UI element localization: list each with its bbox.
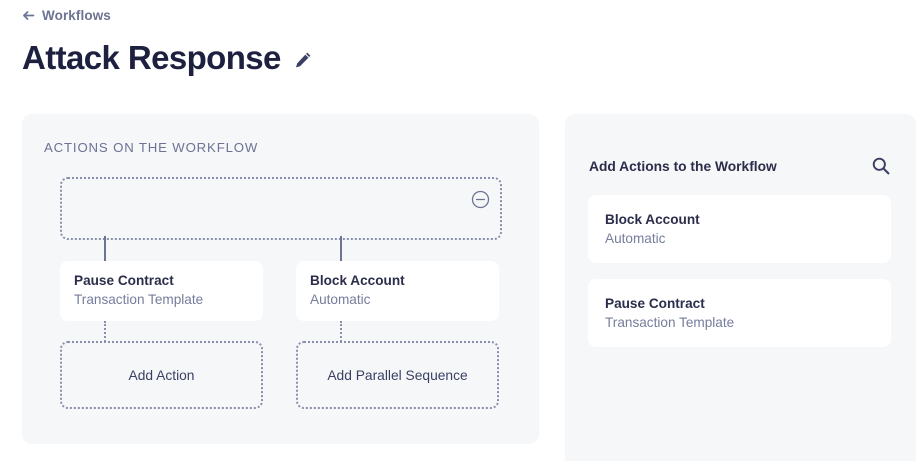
add-parallel-sequence-button[interactable]: Add Parallel Sequence [296, 341, 499, 409]
add-parallel-sequence-label: Add Parallel Sequence [327, 367, 468, 383]
connector-branch-1-to-add [104, 321, 106, 342]
add-action-button[interactable]: Add Action [60, 341, 263, 409]
library-header: Add Actions to the Workflow [589, 155, 892, 177]
search-icon[interactable] [870, 155, 892, 177]
library-card-subtitle: Transaction Template [605, 315, 735, 330]
breadcrumb-back-workflows[interactable]: Workflows [22, 8, 111, 23]
flow-card-title: Block Account [310, 273, 405, 288]
library-card-title: Block Account [605, 212, 700, 227]
library-card-subtitle: Automatic [605, 231, 666, 246]
title-row: Attack Response [22, 36, 314, 80]
workflow-canvas-panel: ACTIONS ON THE WORKFLOW Pause Contract T… [22, 114, 539, 444]
library-card-title: Pause Contract [605, 296, 705, 311]
connector-branch-2-to-add [340, 321, 342, 342]
workflow-panel-heading: ACTIONS ON THE WORKFLOW [44, 140, 259, 155]
minus-circle-icon[interactable] [470, 189, 490, 209]
library-title: Add Actions to the Workflow [589, 158, 777, 174]
flow-card-subtitle: Transaction Template [74, 292, 204, 307]
flow-card-branch-1[interactable]: Pause Contract Transaction Template [60, 261, 263, 321]
flow-card-subtitle: Automatic [310, 292, 371, 307]
add-action-label: Add Action [128, 367, 195, 383]
flow-card-branch-2[interactable]: Block Account Automatic [296, 261, 499, 321]
connector-root-to-branch-2 [340, 236, 342, 264]
page-title: Attack Response [22, 39, 281, 76]
arrow-left-icon [22, 9, 35, 22]
action-library-panel: Add Actions to the Workflow Block Accoun… [565, 114, 916, 461]
connector-root-to-branch-1 [104, 236, 106, 264]
pencil-icon[interactable] [292, 49, 314, 71]
library-action-card[interactable]: Block Account Automatic [588, 195, 891, 263]
breadcrumb-label: Workflows [42, 8, 111, 23]
flow-card-title: Pause Contract [74, 273, 174, 288]
workflow-root-slot[interactable] [60, 177, 502, 240]
library-action-list: Block Account Automatic Pause Contract T… [588, 195, 891, 347]
library-action-card[interactable]: Pause Contract Transaction Template [588, 279, 891, 347]
